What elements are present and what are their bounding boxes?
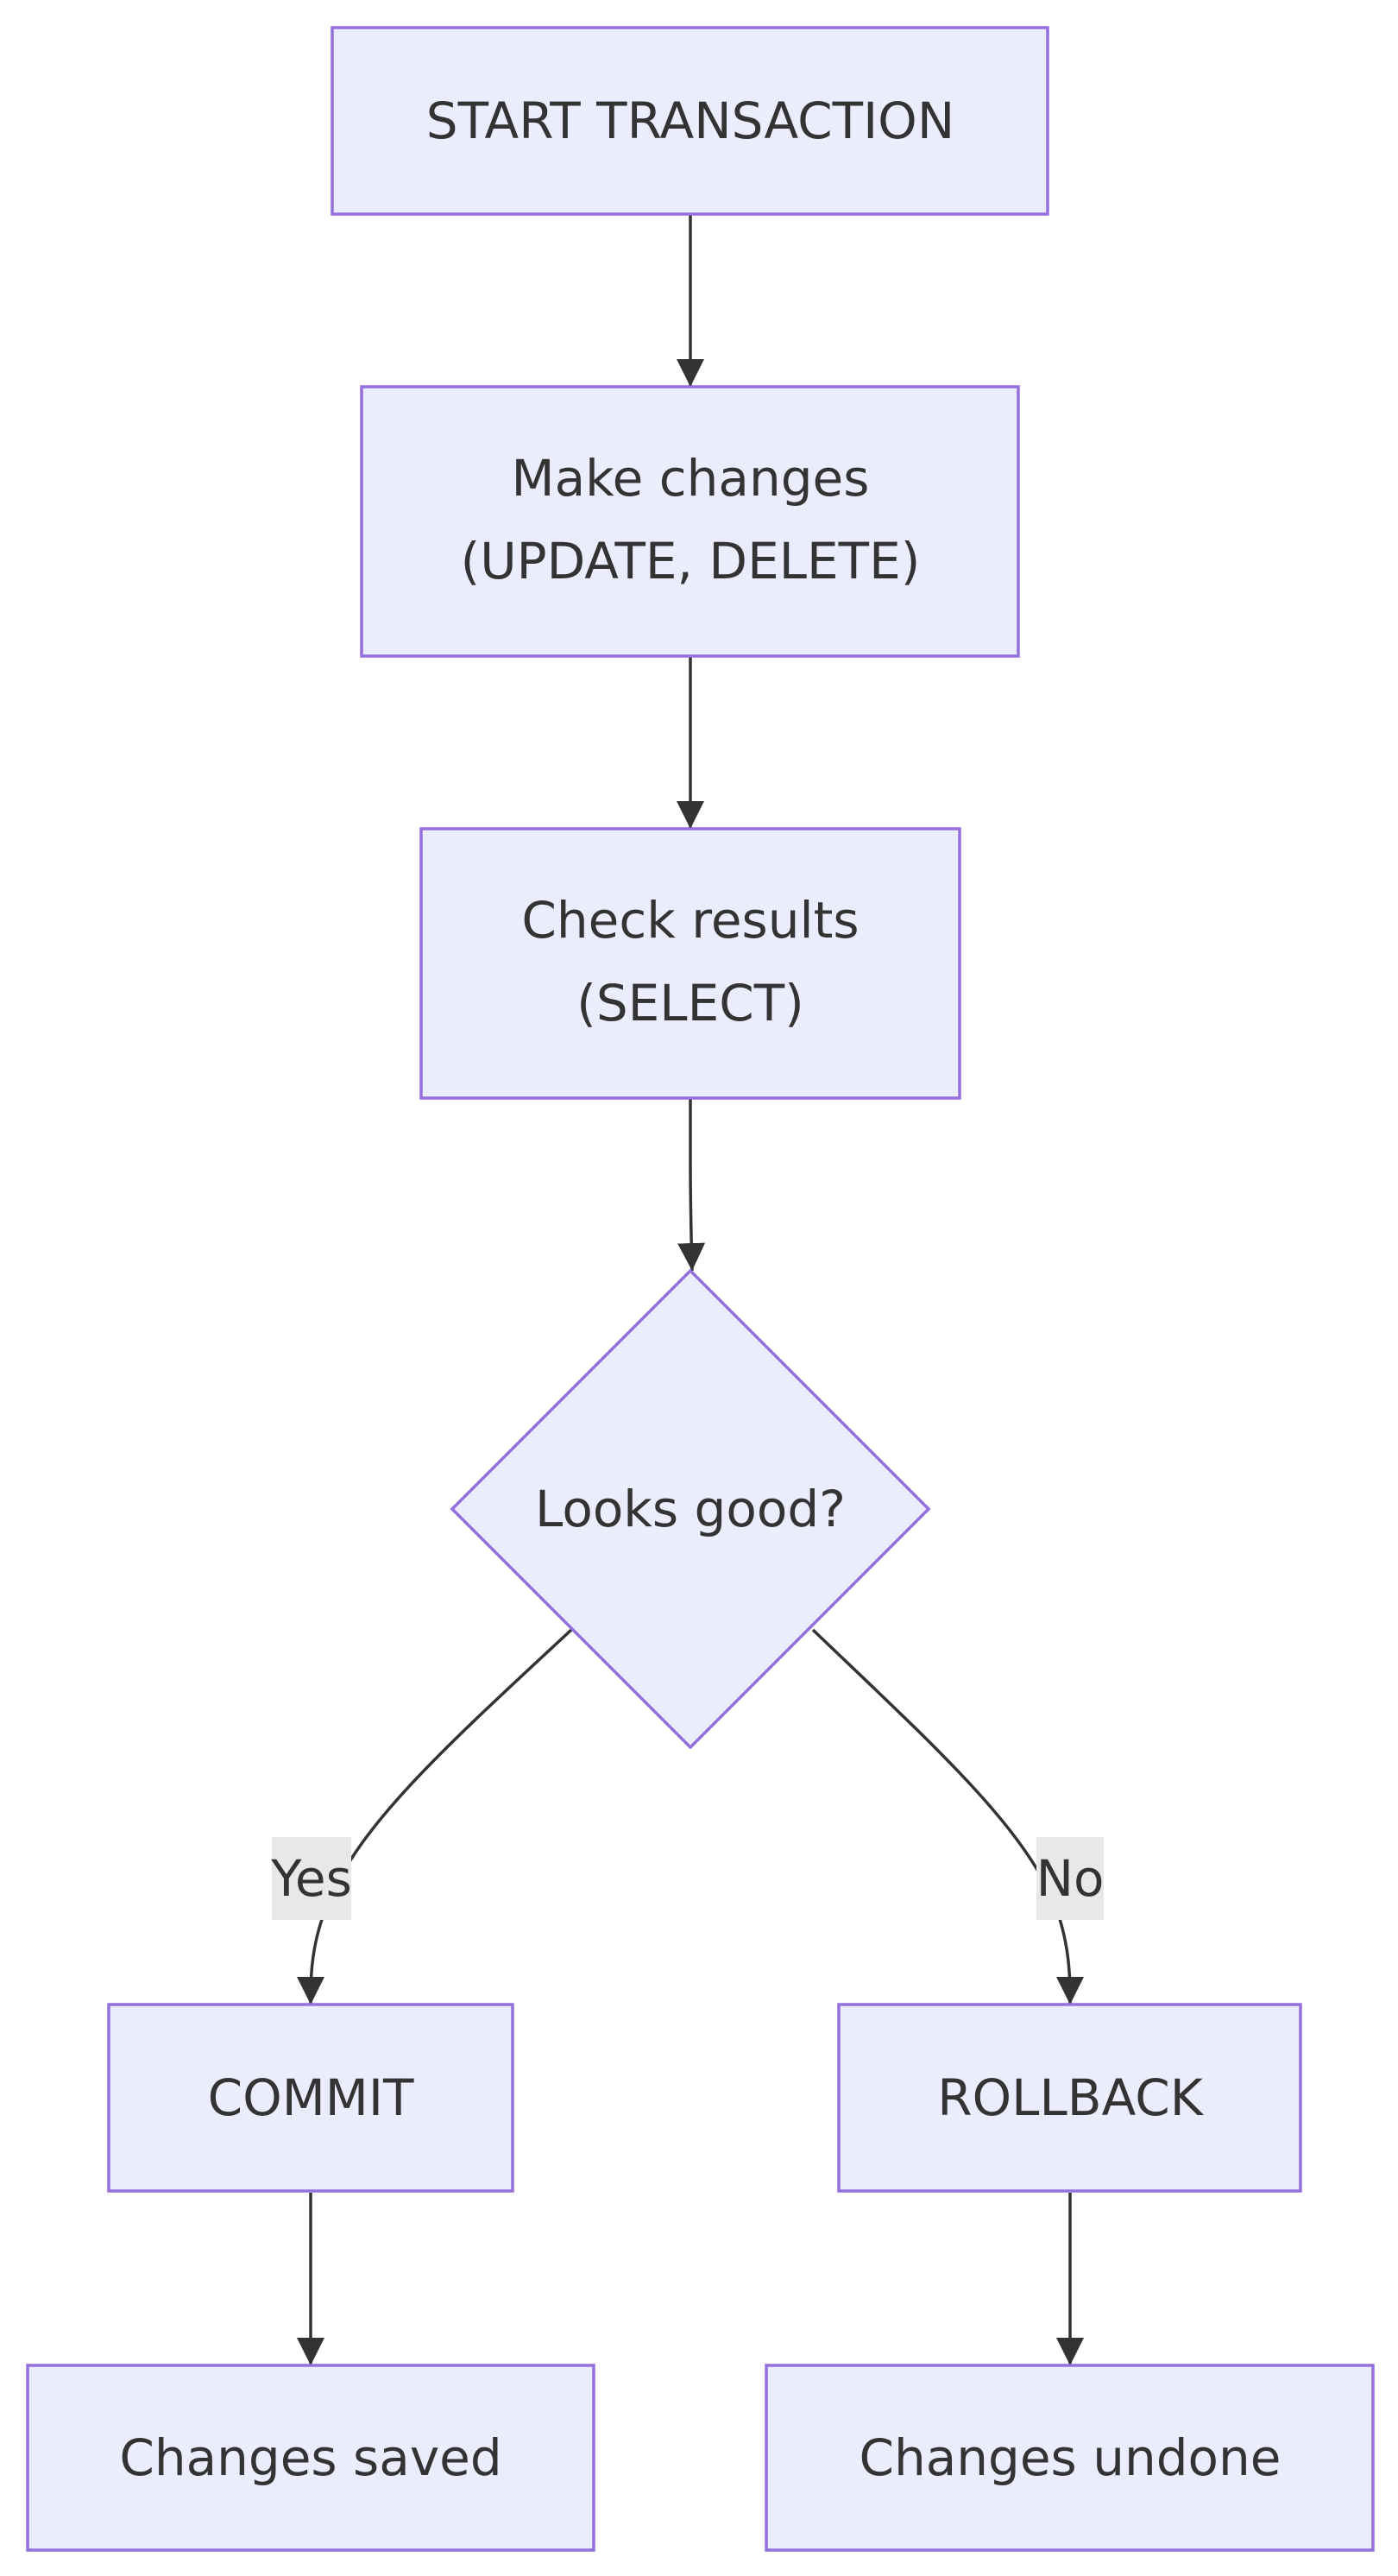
node-changes-undone: Changes undone — [765, 2364, 1375, 2552]
edge-label-yes-text: Yes — [270, 1849, 352, 1908]
node-check-results: Check results (SELECT) — [419, 827, 961, 1100]
node-make-changes-label-line2: (UPDATE, DELETE) — [461, 532, 921, 590]
edge-decision-to-commit — [297, 1628, 573, 2005]
node-make-changes: Make changes (UPDATE, DELETE) — [360, 385, 1020, 658]
node-start-transaction: START TRANSACTION — [331, 26, 1049, 216]
node-rollback-label: ROLLBACK — [937, 2068, 1205, 2127]
node-check-results-label-line1: Check results — [521, 891, 859, 950]
node-commit-label: COMMIT — [208, 2068, 414, 2127]
edge-decision-to-rollback — [811, 1628, 1084, 2005]
node-make-changes-label-line1: Make changes — [512, 449, 870, 508]
node-looks-good-label: Looks good? — [535, 1480, 846, 1538]
edge-label-yes: Yes — [270, 1837, 352, 1920]
node-changes-saved-label: Changes saved — [119, 2428, 501, 2487]
node-commit: COMMIT — [107, 2003, 514, 2193]
node-changes-undone-label: Changes undone — [860, 2428, 1282, 2487]
edge-label-no-text: No — [1036, 1849, 1105, 1908]
node-check-results-label-line2: (SELECT) — [576, 974, 804, 1032]
node-changes-saved: Changes saved — [26, 2364, 595, 2552]
node-rollback: ROLLBACK — [837, 2003, 1302, 2193]
edge-check-to-decision — [677, 1098, 706, 1272]
node-looks-good-decision: Looks good? — [450, 1268, 931, 1750]
edge-label-no: No — [1036, 1837, 1105, 1920]
node-start-transaction-label: START TRANSACTION — [426, 92, 954, 150]
